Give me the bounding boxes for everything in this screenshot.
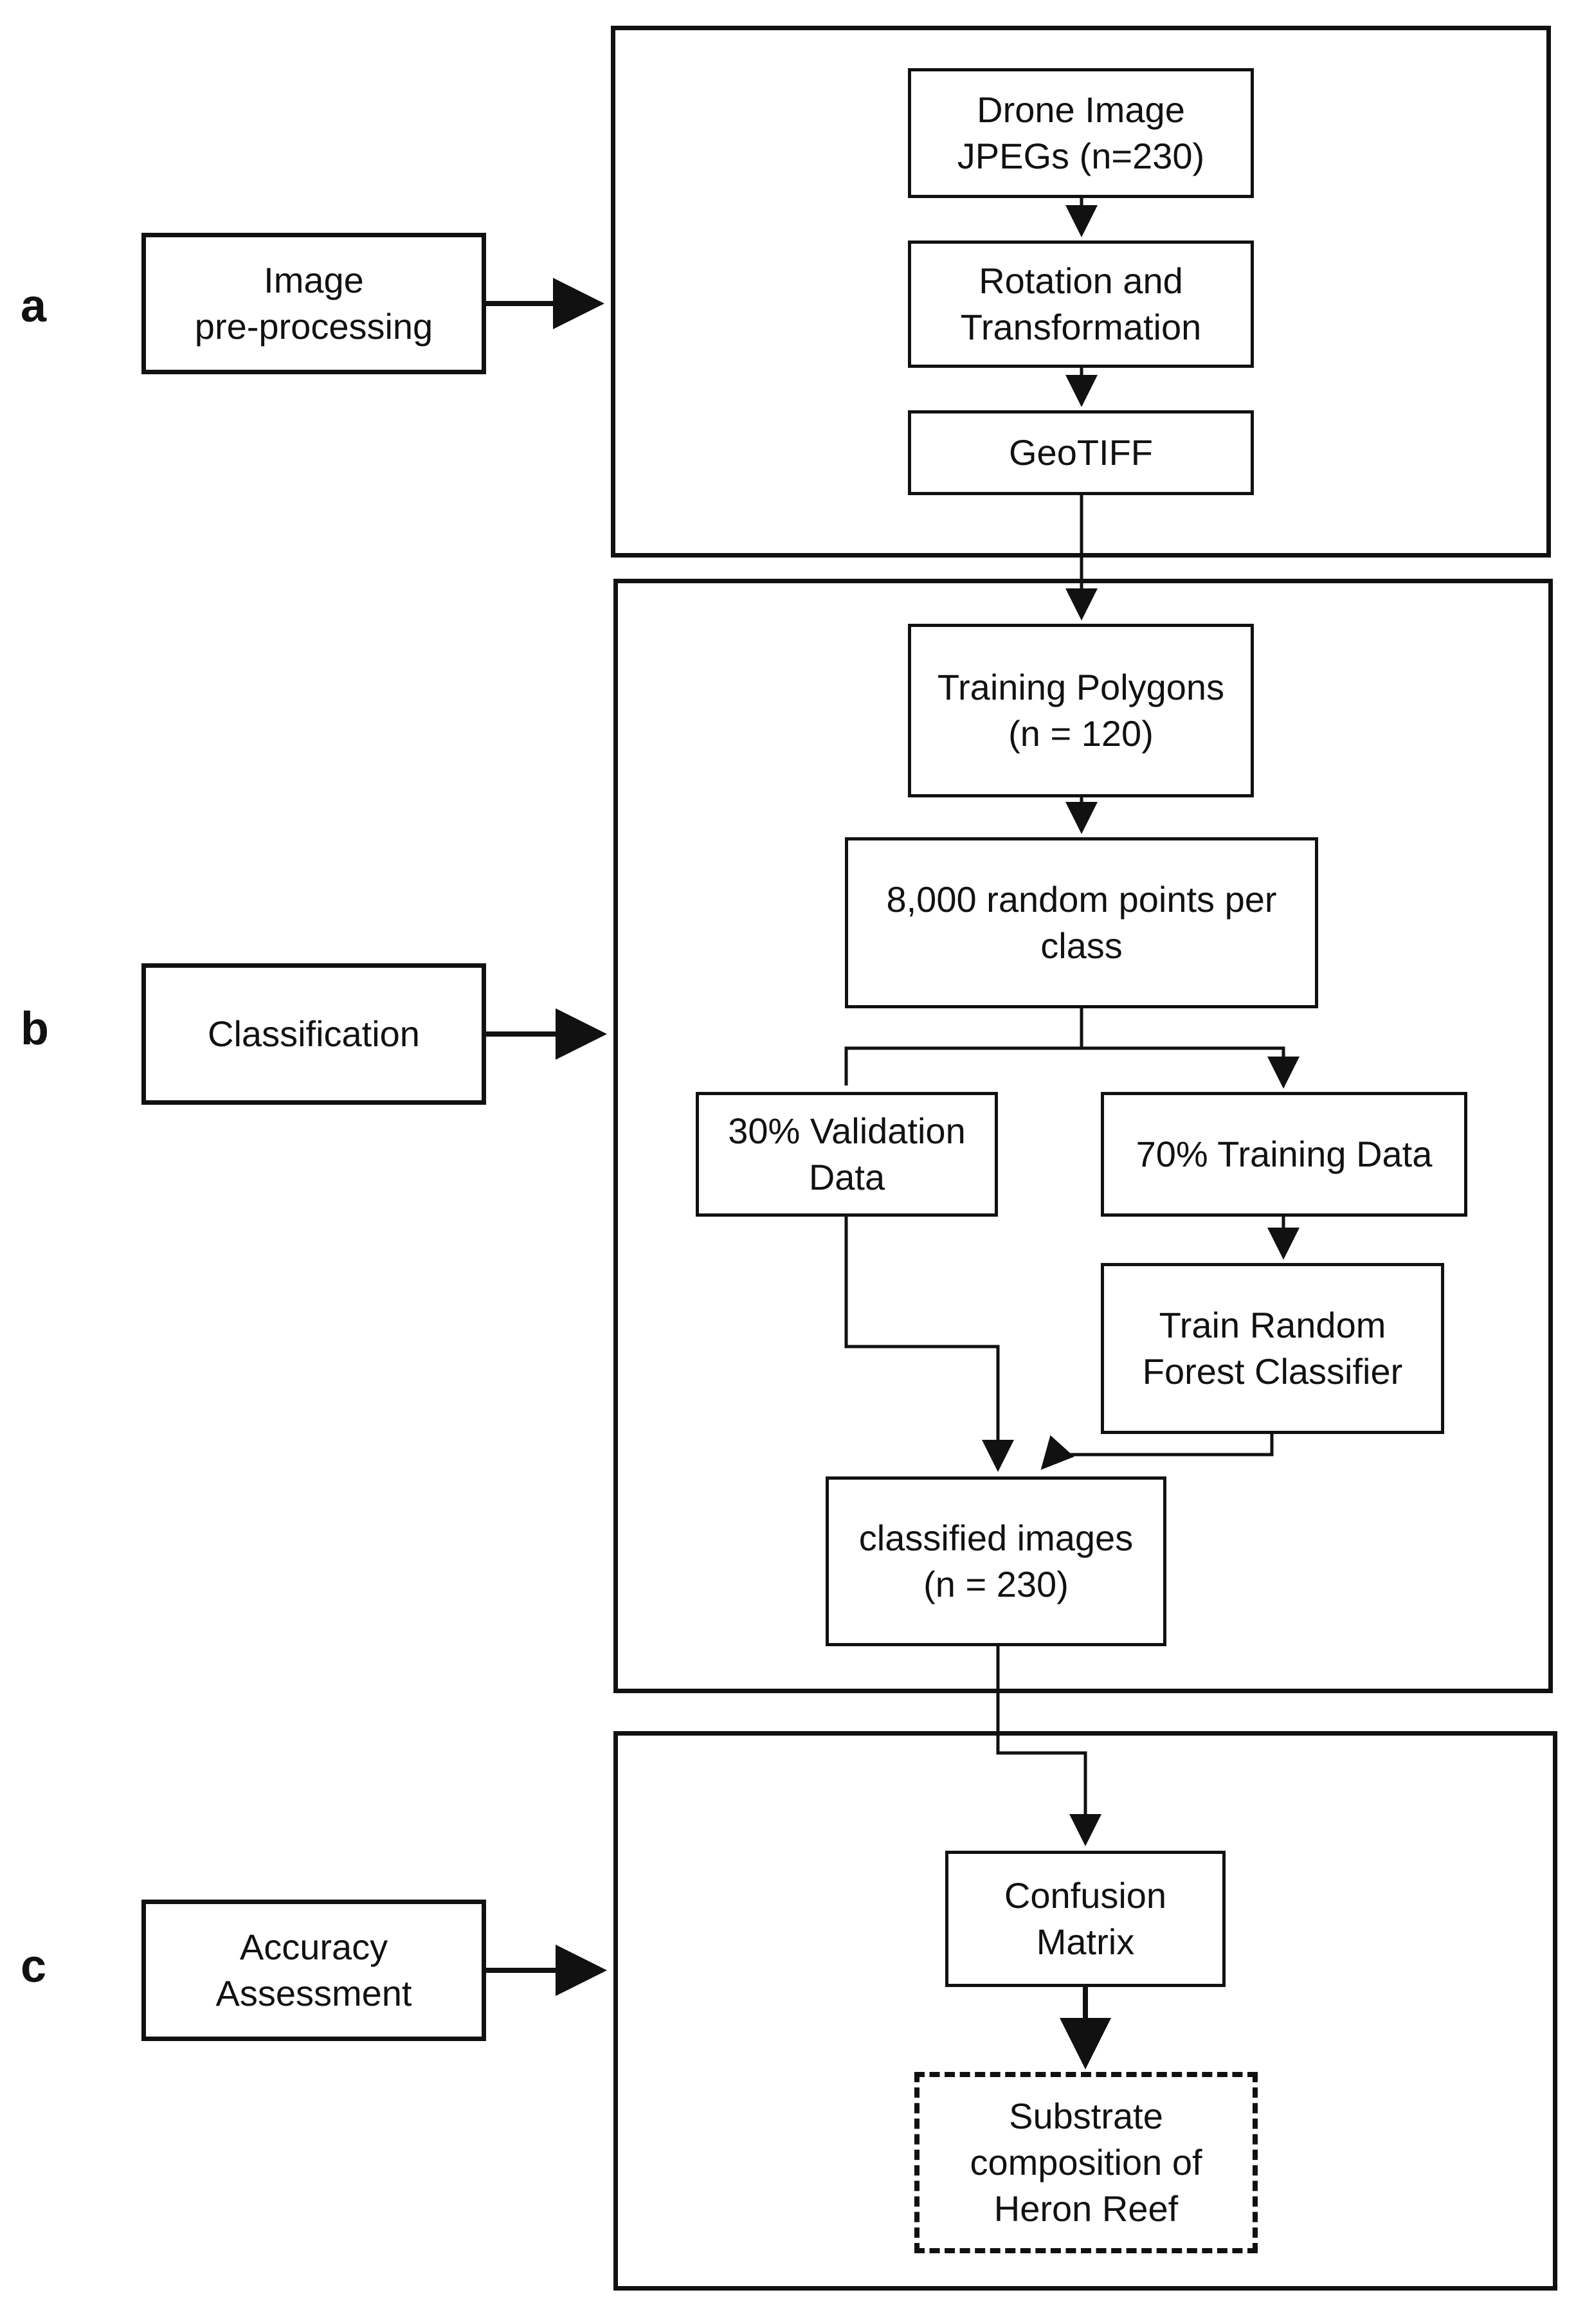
split-arrowheads xyxy=(844,1080,1283,1085)
node-training-polygons: Training Polygons (n = 120) xyxy=(908,624,1254,797)
stage-a-letter: a xyxy=(21,280,47,332)
node-training-data: 70% Training Data xyxy=(1101,1092,1467,1217)
arrow-classified-to-confusion xyxy=(996,1646,1101,1846)
node-train-rf: Train Random Forest Classifier xyxy=(1101,1263,1444,1434)
node-geotiff-text: GeoTIFF xyxy=(1008,432,1154,473)
node-rotation-text: Rotation and Transformation xyxy=(960,260,1202,347)
node-classified: classified images (n = 230) xyxy=(826,1476,1166,1646)
split-line xyxy=(844,1008,1285,1082)
node-geotiff: GeoTIFF xyxy=(908,410,1254,495)
stage-a-label-box: Image pre-processing xyxy=(141,233,486,374)
stage-b-label: Classification xyxy=(208,1013,420,1054)
stage-c-letter: c xyxy=(21,1941,47,1992)
stage-c-label: Accuracy Assessment xyxy=(215,1927,412,2013)
stage-b-label-box: Classification xyxy=(141,963,486,1105)
stage-c-frame xyxy=(613,1731,1557,2291)
stage-b-letter: b xyxy=(21,1003,49,1055)
node-confusion-text: Confusion Matrix xyxy=(1004,1875,1167,1962)
node-rotation: Rotation and Transformation xyxy=(908,241,1254,368)
node-substrate-text: Substrate composition of Heron Reef xyxy=(970,2096,1202,2229)
node-validation-text: 30% Validation Data xyxy=(728,1111,966,1197)
stage-c-label-box: Accuracy Assessment xyxy=(141,1900,486,2041)
node-substrate: Substrate composition of Heron Reef xyxy=(914,2072,1258,2253)
node-classified-text: classified images (n = 230) xyxy=(858,1518,1134,1604)
node-training-data-text: 70% Training Data xyxy=(1136,1134,1433,1174)
node-drone-images: Drone Image JPEGs (n=230) xyxy=(908,68,1254,198)
node-training-polygons-text: Training Polygons (n = 120) xyxy=(937,667,1225,754)
node-drone-images-text: Drone Image JPEGs (n=230) xyxy=(957,89,1205,176)
node-confusion: Confusion Matrix xyxy=(945,1851,1226,1987)
node-random-points-text: 8,000 random points per class xyxy=(886,879,1277,966)
node-validation: 30% Validation Data xyxy=(696,1092,998,1217)
arrow-validation-to-classified xyxy=(844,1217,1014,1472)
arrow-rf-to-classified xyxy=(1040,1434,1274,1470)
node-train-rf-text: Train Random Forest Classifier xyxy=(1142,1305,1403,1392)
node-random-points: 8,000 random points per class xyxy=(845,837,1318,1008)
stage-a-label: Image pre-processing xyxy=(194,260,433,347)
